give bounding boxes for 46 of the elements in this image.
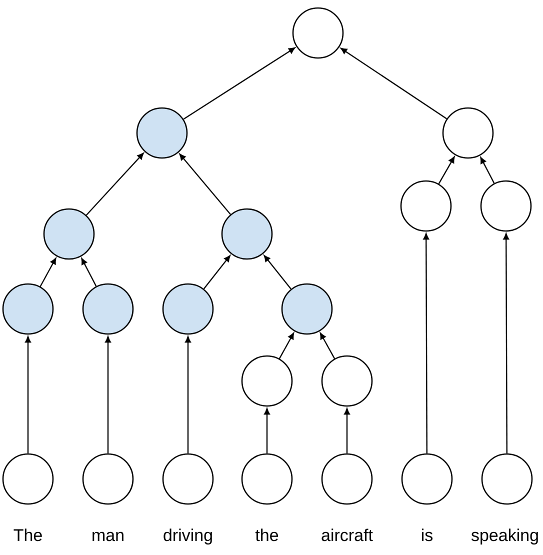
arrow bbox=[185, 336, 191, 454]
arrow bbox=[25, 336, 31, 454]
arrow bbox=[105, 336, 111, 454]
word-label: man bbox=[92, 532, 124, 542]
word-label: speaking bbox=[471, 528, 538, 545]
arrow bbox=[183, 47, 296, 120]
word-label: driving bbox=[164, 528, 212, 545]
arrow bbox=[40, 258, 56, 287]
circle-node bbox=[281, 283, 333, 335]
arrow bbox=[264, 408, 270, 454]
circle-node bbox=[241, 355, 293, 407]
arrow bbox=[438, 156, 455, 184]
arrow bbox=[179, 154, 231, 215]
circle-node bbox=[400, 180, 452, 232]
circle-node bbox=[221, 208, 273, 260]
circle-node bbox=[43, 208, 95, 260]
arrow bbox=[81, 258, 97, 287]
arrow bbox=[86, 152, 144, 216]
arrow bbox=[344, 408, 350, 454]
arrow bbox=[278, 332, 294, 359]
arrow bbox=[264, 255, 292, 290]
circle-node bbox=[321, 453, 373, 505]
circle-node bbox=[2, 283, 54, 335]
circle-node bbox=[2, 453, 54, 505]
arrow bbox=[503, 233, 510, 454]
arrow bbox=[340, 48, 447, 120]
word-label: aircraft bbox=[322, 528, 373, 542]
circle-node bbox=[321, 355, 373, 407]
circle-node bbox=[401, 453, 453, 505]
word-label: is bbox=[422, 528, 433, 542]
word-label: the bbox=[255, 528, 278, 542]
circle-node bbox=[136, 107, 188, 159]
circle-node bbox=[241, 453, 293, 505]
circle-node bbox=[162, 283, 214, 335]
circle-node bbox=[82, 453, 134, 505]
circle-node bbox=[480, 180, 532, 232]
arrow bbox=[320, 332, 336, 359]
arrow bbox=[423, 233, 430, 454]
arrow bbox=[480, 157, 495, 184]
circle-node bbox=[292, 7, 344, 59]
circle-node bbox=[162, 453, 214, 505]
word-label: The bbox=[14, 528, 42, 542]
circle-node bbox=[82, 283, 134, 335]
arrow bbox=[203, 255, 230, 290]
circle-node bbox=[442, 107, 494, 159]
circle-node bbox=[481, 453, 533, 505]
